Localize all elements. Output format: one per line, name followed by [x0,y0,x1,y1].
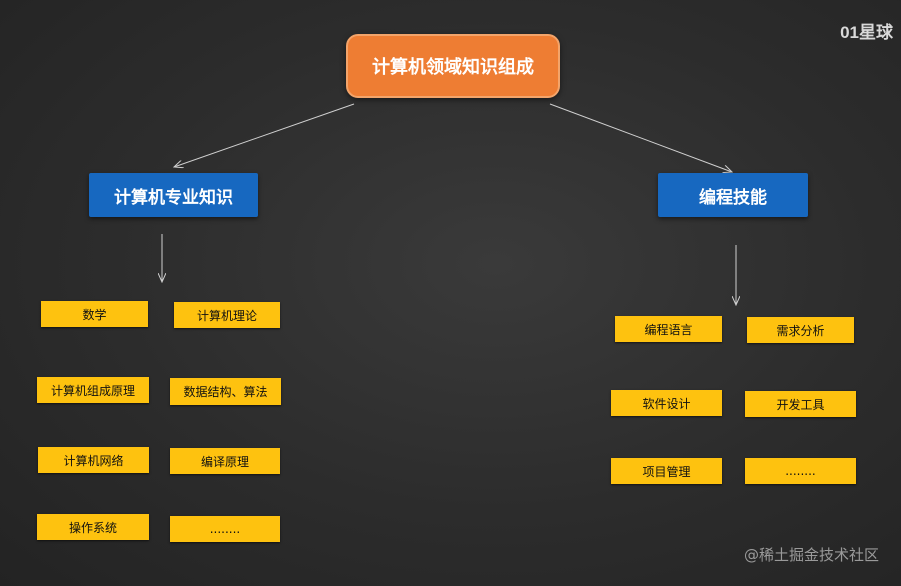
arrow-root-to-right [549,103,732,172]
root-node: 计算机领域知识组成 [346,34,560,98]
leaf-data-structures: 数据结构、算法 [170,378,281,405]
branch-node-programming-skills: 编程技能 [658,173,808,217]
leaf-computer-organization: 计算机组成原理 [37,377,149,403]
leaf-dev-tools: 开发工具 [745,391,856,417]
leaf-right-more: ........ [745,458,856,484]
leaf-math: 数学 [41,301,148,327]
leaf-programming-language: 编程语言 [615,316,722,342]
brand-logo-text: 01星球 [840,23,893,42]
leaf-left-more: ........ [170,516,280,542]
leaf-project-management: 项目管理 [611,458,722,484]
leaf-computer-network: 计算机网络 [38,447,149,473]
arrow-root-to-left [174,103,355,167]
leaf-software-design: 软件设计 [611,390,722,416]
leaf-operating-system: 操作系统 [37,514,149,540]
watermark: @稀土掘金技术社区 [743,546,879,564]
branch-node-cs-knowledge: 计算机专业知识 [89,173,258,217]
leaf-cs-theory: 计算机理论 [174,302,280,328]
leaf-compiler-principles: 编译原理 [170,448,280,474]
leaf-requirements-analysis: 需求分析 [747,317,854,343]
